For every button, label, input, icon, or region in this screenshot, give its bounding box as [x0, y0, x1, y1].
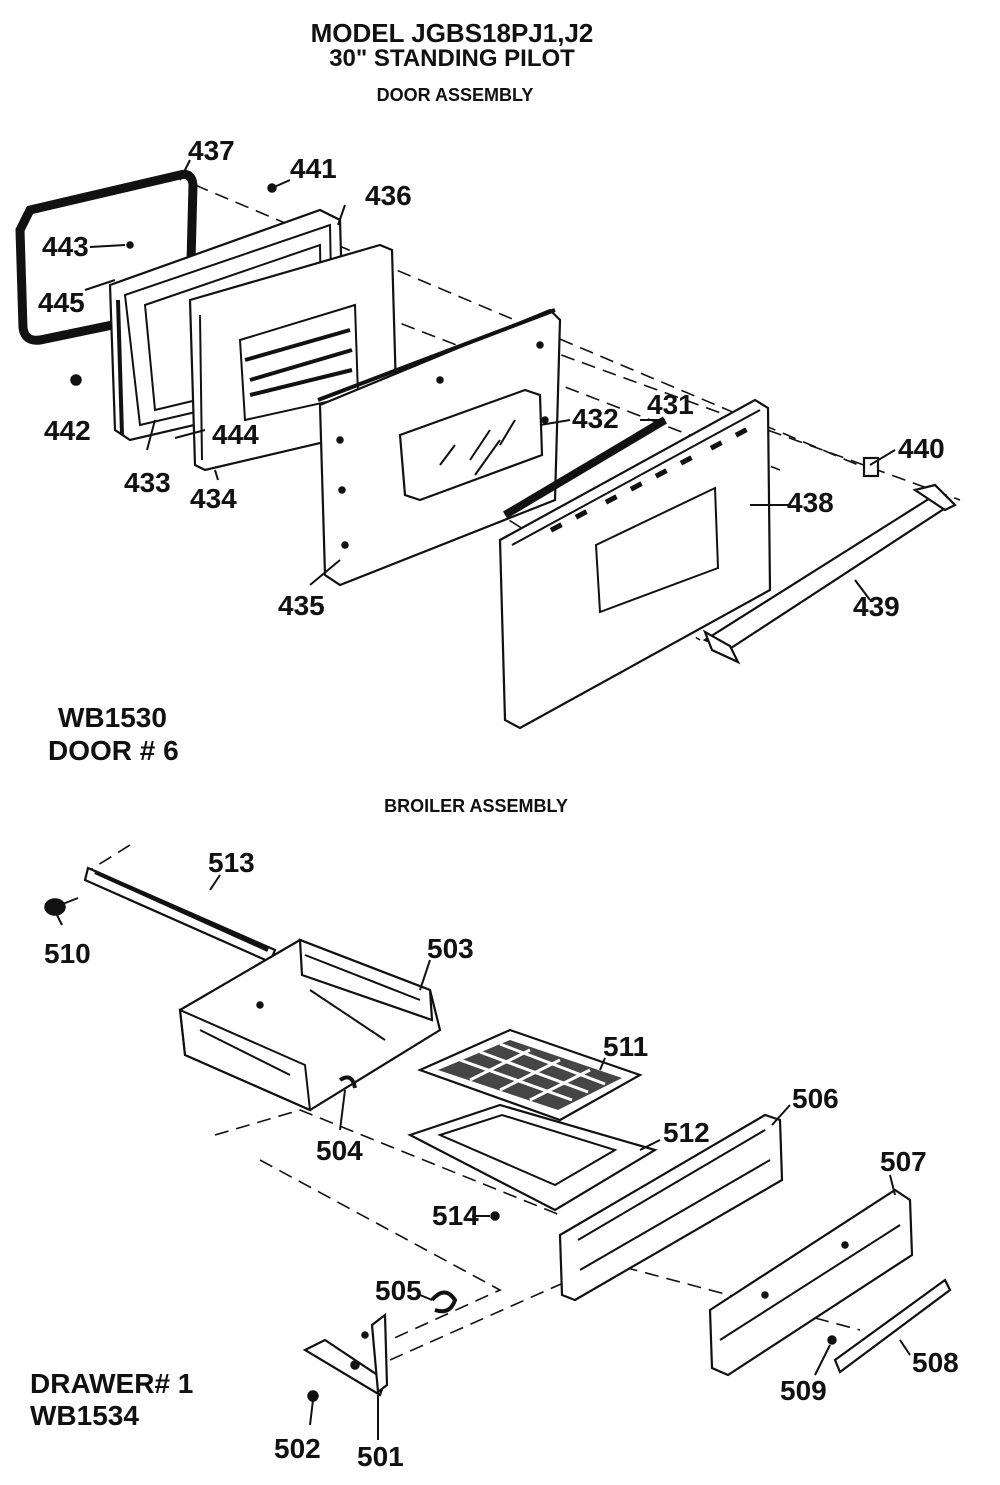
screw-443 — [126, 241, 134, 249]
label-501: 501 — [357, 1441, 404, 1472]
label-511: 511 — [603, 1031, 648, 1062]
label-434: 434 — [190, 483, 237, 514]
drawer-front-506 — [558, 1113, 784, 1302]
broiler-body-503 — [178, 938, 442, 1112]
screw-509 — [827, 1335, 837, 1345]
label-431: 431 — [647, 389, 694, 420]
label-503: 503 — [427, 933, 474, 964]
label-440: 440 — [898, 433, 945, 464]
drawer-panel-507 — [708, 1188, 914, 1377]
drawer-kit-code: WB1534 — [30, 1400, 139, 1431]
label-437: 437 — [188, 135, 235, 166]
label-512: 512 — [663, 1117, 710, 1148]
screw-502 — [307, 1390, 319, 1402]
label-514: 514 — [432, 1200, 479, 1231]
label-439: 439 — [853, 591, 900, 622]
label-444: 444 — [212, 419, 259, 450]
label-505: 505 — [375, 1275, 422, 1306]
label-441: 441 — [290, 153, 337, 184]
screw-514 — [490, 1211, 500, 1221]
label-443: 443 — [42, 231, 89, 262]
bracket-501 — [302, 1312, 389, 1397]
label-506: 506 — [792, 1083, 839, 1114]
broiler-rail-513 — [83, 866, 277, 964]
outer-door-438 — [498, 398, 772, 730]
door-handle-439 — [702, 483, 957, 665]
label-445: 445 — [38, 287, 85, 318]
door-assembly-heading: DOOR ASSEMBLY — [377, 85, 534, 105]
screw-442 — [70, 374, 82, 386]
label-507: 507 — [880, 1146, 927, 1177]
label-442: 442 — [44, 415, 91, 446]
broiler-assembly-heading: BROILER ASSEMBLY — [384, 796, 568, 816]
label-436: 436 — [365, 180, 412, 211]
label-508: 508 — [912, 1347, 959, 1378]
window-glass-432 — [398, 388, 544, 502]
door-assembly: 437 441 436 443 445 442 444 433 434 432 … — [15, 135, 961, 766]
drawer-handle-508 — [833, 1278, 952, 1374]
label-432: 432 — [572, 403, 619, 434]
label-509: 509 — [780, 1375, 827, 1406]
label-513: 513 — [208, 847, 255, 878]
model-title: MODEL JGBS18PJ1,J2 — [311, 18, 594, 48]
label-502: 502 — [274, 1433, 321, 1464]
broiler-pan-512 — [407, 1103, 658, 1212]
label-504: 504 — [316, 1135, 363, 1166]
label-433: 433 — [124, 467, 171, 498]
knob-510 — [44, 897, 79, 916]
label-438: 438 — [787, 487, 834, 518]
model-subtitle: 30" STANDING PILOT — [329, 45, 575, 72]
spring-505 — [430, 1290, 458, 1314]
door-kit-name: DOOR # 6 — [48, 735, 179, 766]
broiler-grid-511 — [417, 1028, 643, 1122]
door-strip-431 — [502, 416, 668, 519]
door-kit-code: WB1530 — [58, 702, 167, 733]
label-510: 510 — [44, 938, 91, 969]
broiler-assembly: 513 510 503 511 506 504 512 514 507 505 … — [30, 844, 959, 1472]
drawer-kit-name: DRAWER# 1 — [30, 1368, 193, 1399]
label-435: 435 — [278, 590, 325, 621]
clip-504 — [338, 1075, 357, 1089]
